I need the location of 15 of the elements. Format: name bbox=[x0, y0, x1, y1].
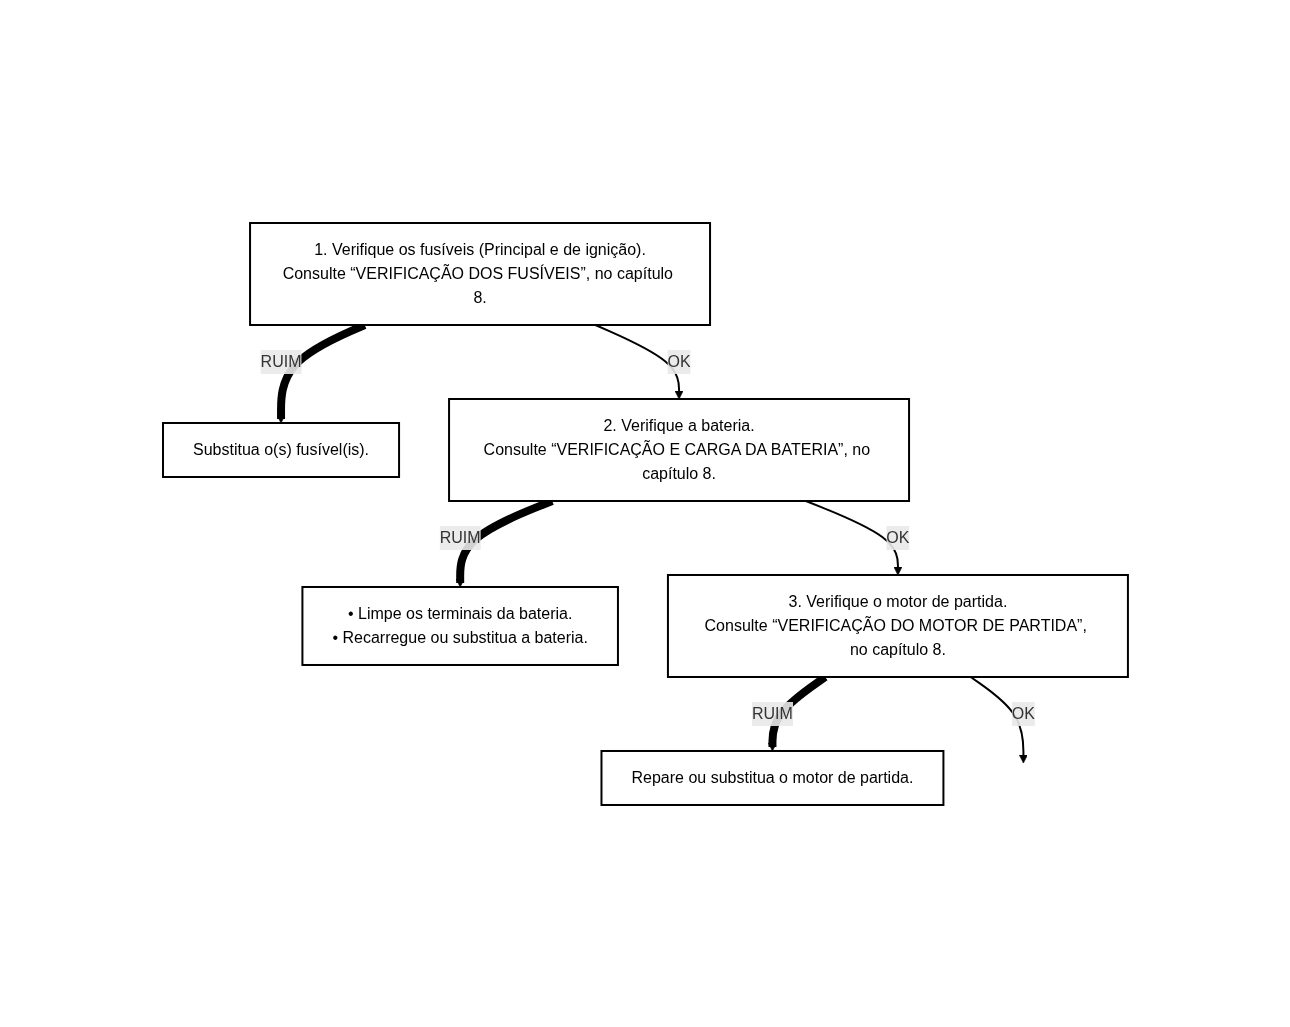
edge-label: RUIM bbox=[751, 704, 793, 722]
edge-label: OK bbox=[885, 528, 910, 546]
node-box: 1. Verifique os fusíveis (Principal e de ignição). Consulte “VERIFICAÇÃO DOS FUSÍVEIS”, no capítulo 8. bbox=[248, 221, 711, 326]
node-box: 2. Verifique a bateria. Consulte “VERIFICAÇÃO E CARGA DA BATERIA”, no capítulo 8. bbox=[447, 397, 910, 502]
edge-label: OK bbox=[667, 352, 691, 370]
node-box: • Limpe os terminais da bateria. • Recarregue ou substitua a bateria. bbox=[300, 585, 619, 666]
edge-label: RUIM bbox=[439, 528, 481, 546]
edge-label: RUIM bbox=[260, 352, 302, 370]
node-box: Repare ou substitua o motor de partida. bbox=[600, 749, 944, 806]
node-box: 3. Verifique o motor de partida. Consulte “VERIFICAÇÃO DO MOTOR DE PARTIDA”, no capítulo 8. bbox=[666, 573, 1129, 678]
arrow bbox=[593, 323, 683, 399]
arrow bbox=[969, 675, 1028, 763]
arrow bbox=[804, 499, 902, 575]
node-box: Substitua o(s) fusível(is). bbox=[161, 421, 400, 478]
edge-label: OK bbox=[1011, 704, 1035, 722]
